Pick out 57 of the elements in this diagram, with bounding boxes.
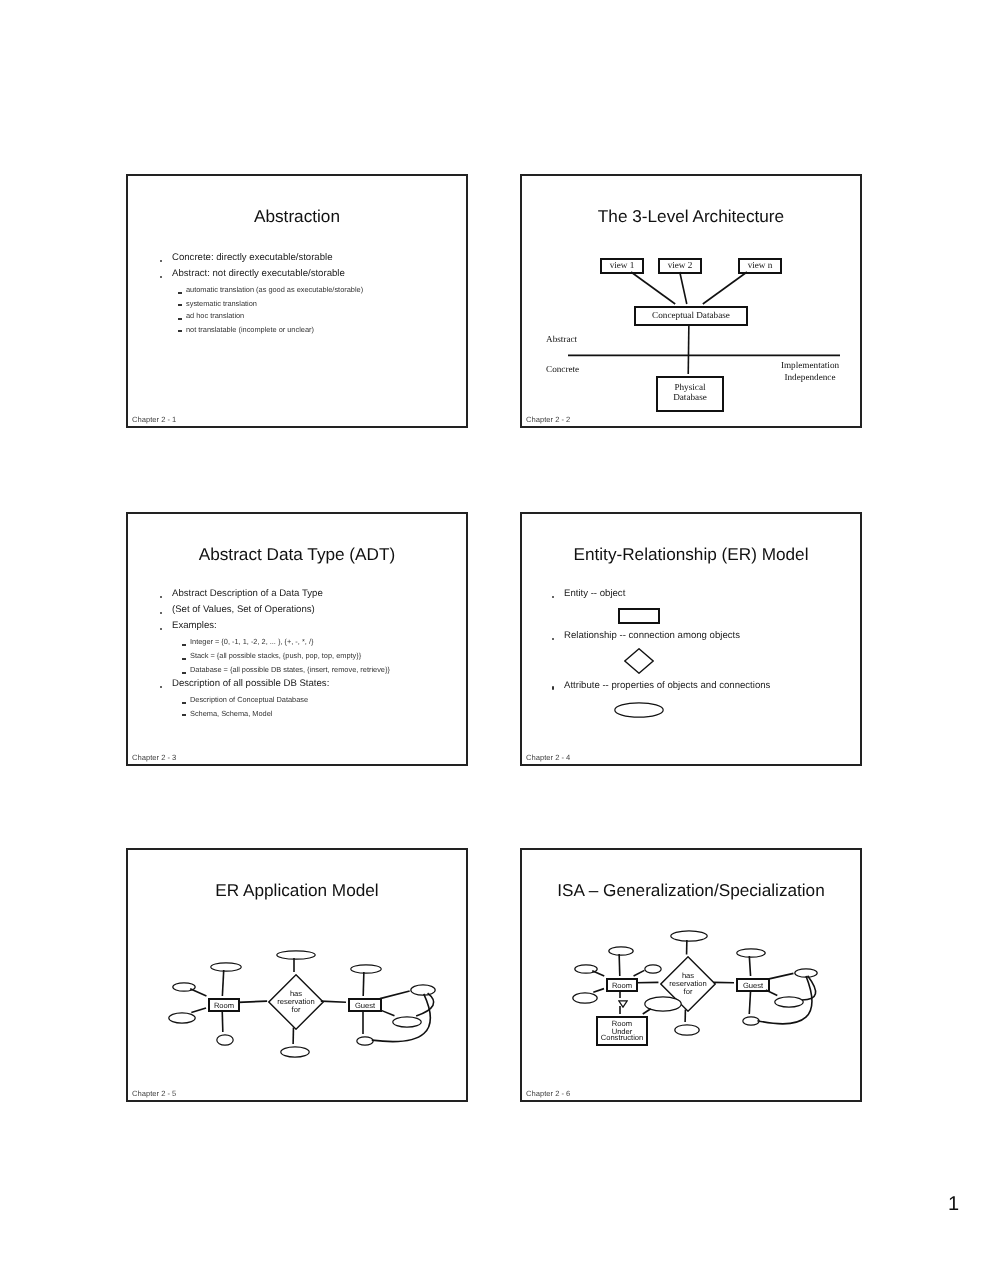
connector-line <box>687 323 690 375</box>
connector-line <box>642 1007 652 1015</box>
level-box <box>656 376 724 412</box>
connector-line <box>748 955 752 977</box>
connector-line <box>756 975 813 1025</box>
slide-title: ISA – Generalization/Specialization <box>555 882 827 900</box>
page-number: 1 <box>948 1196 960 1216</box>
connector-line <box>702 271 748 305</box>
connector-line <box>237 1000 268 1004</box>
connector-line <box>190 1007 207 1014</box>
entity-box <box>208 998 240 1012</box>
connector-line <box>619 989 621 999</box>
connector-line <box>189 987 208 997</box>
slide-title: ER Application Model <box>213 882 381 900</box>
level-box <box>658 258 702 274</box>
connector-line <box>320 1000 347 1004</box>
connector-line <box>379 1009 396 1017</box>
connector-line <box>293 957 295 973</box>
connector-line <box>801 974 817 1001</box>
connector-line <box>748 989 752 1015</box>
slide-card <box>520 174 862 428</box>
entity-box <box>618 608 660 624</box>
connector-line <box>765 989 779 997</box>
slide-card <box>126 512 468 766</box>
connector-line <box>678 271 688 305</box>
connector-line <box>379 990 411 1000</box>
connector-line <box>767 972 795 980</box>
slide-card <box>520 512 862 766</box>
connector-line <box>712 981 735 984</box>
slide-title: Abstract Data Type (ADT) <box>196 546 398 564</box>
connector-line <box>362 1009 364 1035</box>
connector-line <box>618 953 621 977</box>
connector-line <box>630 271 676 305</box>
connector-line <box>415 992 435 1017</box>
connector-line <box>619 1005 621 1015</box>
entity-box <box>736 978 770 992</box>
connector-line <box>221 1009 224 1033</box>
slide-title: Entity-Relationship (ER) Model <box>571 546 811 564</box>
entity-box <box>348 998 382 1012</box>
connector-line <box>591 969 606 977</box>
connector-line <box>221 969 225 997</box>
level-box <box>600 258 644 274</box>
slide-title: The 3-Level Architecture <box>595 208 787 226</box>
level-box <box>634 306 748 326</box>
slide-card <box>126 848 468 1102</box>
slide-card <box>520 848 862 1102</box>
connector-line <box>685 939 688 956</box>
slide-card <box>126 174 468 428</box>
connector-line <box>292 1026 295 1045</box>
connector-line <box>592 987 605 994</box>
slide-title: Abstraction <box>252 208 342 226</box>
connector-line <box>632 969 646 977</box>
connector-line <box>684 1008 687 1023</box>
connector-line <box>370 993 432 1043</box>
connector-line <box>635 981 660 984</box>
connector-line <box>362 971 365 997</box>
level-box <box>738 258 782 274</box>
